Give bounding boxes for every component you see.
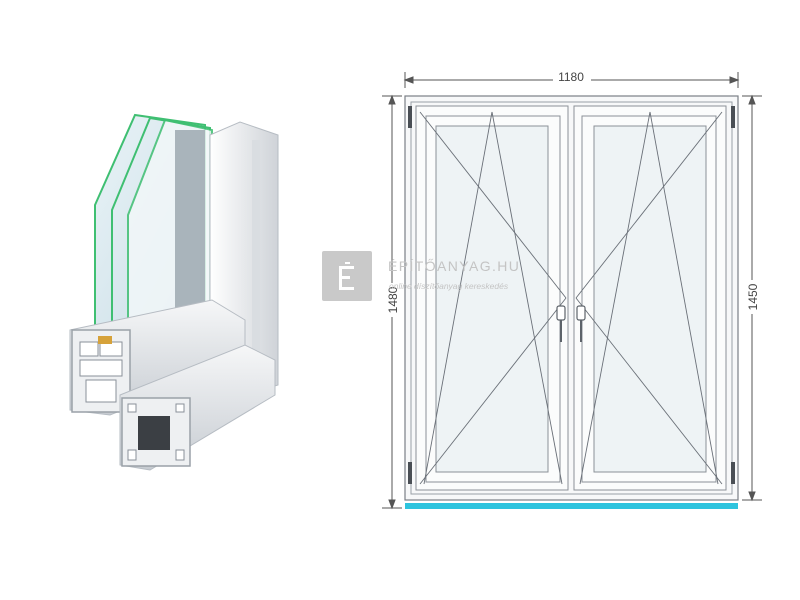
opening-lines-right: [575, 111, 723, 485]
height-left-label: 1480: [386, 286, 400, 313]
left-sash: [415, 105, 569, 491]
watermark-logo: [322, 251, 372, 301]
profile-cross-section-illustration: [69, 113, 279, 471]
window-technical-drawing: 1180 1480 1450: [382, 70, 762, 510]
opening-lines-left: [419, 111, 567, 485]
watermark-brand: ÉPÍTŐANYAG.HU: [388, 258, 521, 274]
handle-pair: [556, 305, 586, 342]
hinges: [408, 106, 735, 484]
logo-e-icon: [339, 262, 354, 290]
watermark-tagline: online díszítőanyag kereskedés: [389, 281, 509, 291]
window-sill: [405, 503, 738, 509]
height-right-label: 1450: [746, 283, 760, 310]
width-dimension-label: 1180: [558, 70, 584, 84]
right-sash: [573, 105, 727, 491]
